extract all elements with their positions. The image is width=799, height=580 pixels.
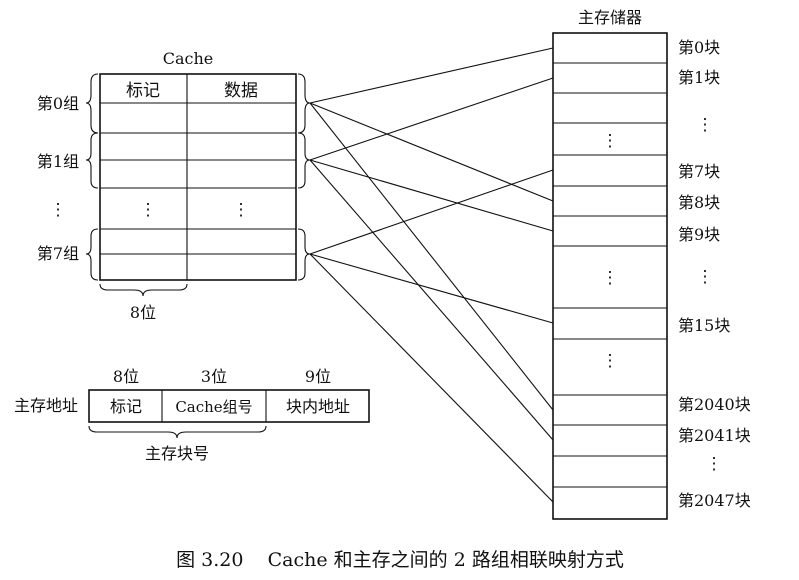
block-label-2041: 第2041块 [678,426,751,445]
block-label-1: 第1块 [678,68,720,87]
block-label-ellipsis-2: ⋮ [697,267,714,287]
field-tag: 标记 [110,397,142,416]
memory-title: 主存储器 [578,8,642,27]
cache-ellipsis-tag: ⋮ [140,200,157,220]
left-brace-group-0 [85,73,99,134]
block-label-2040: 第2040块 [678,395,751,414]
tag-width-brace [99,283,188,297]
mapping-lines [309,47,554,503]
cache-column-data: 数据 [224,81,258,101]
address-box [88,389,370,423]
left-brace-group-7 [85,228,99,281]
block-label-7: 第7块 [678,162,720,181]
block-label-2047: 第2047块 [678,491,751,510]
block-label-8: 第8块 [678,193,720,212]
block-label-9: 第9块 [678,225,720,244]
block-number-label: 主存块号 [145,444,209,463]
right-brace-group-7 [297,228,311,281]
cache-table [99,73,297,281]
block-label-0: 第0块 [678,38,720,57]
memory-ellipsis-1: ⋮ [602,131,619,151]
cache-ellipsis-data: ⋮ [233,200,250,220]
figure-caption: 图 3.20 Cache 和主存之间的 2 路组相联映射方式 [176,549,624,571]
group-label-0: 第0组 [37,94,79,113]
block-label-15: 第15块 [678,316,730,335]
bits-tag: 8位 [113,367,139,386]
cache-block: Cache 标记 数据 ⋮ ⋮ 第0组 第1组 ⋮ 第7组 8位 [37,49,311,322]
cache-title: Cache [163,49,214,68]
cache-column-tag: 标记 [126,81,160,101]
tag-width-label: 8位 [130,303,156,322]
block-label-ellipsis-1: ⋮ [697,115,714,135]
group-label-7: 第7组 [37,244,79,263]
block-number-brace [88,425,267,439]
main-memory: 主存储器 ⋮ ⋮ ⋮ 第0块 第1块 ⋮ 第7块 第8块 第9块 ⋮ 第15块 … [552,8,751,520]
address-label: 主存地址 [14,396,78,415]
bits-group: 3位 [201,367,227,386]
bits-offset: 9位 [305,367,331,386]
left-brace-group-1 [85,132,99,189]
group-label-1: 第1组 [37,152,79,171]
field-block-offset: 块内地址 [286,397,350,416]
memory-ellipsis-3: ⋮ [602,351,619,371]
right-brace-group-0 [297,73,311,134]
group-label-ellipsis: ⋮ [50,200,67,220]
address-format: 主存地址 8位 3位 9位 标记 Cache组号 块内地址 主存块号 [14,367,370,463]
block-label-ellipsis-3: ⋮ [706,454,723,474]
right-brace-group-1 [297,132,311,189]
memory-ellipsis-2: ⋮ [602,268,619,288]
field-group-number: Cache组号 [175,398,252,416]
memory-column [552,32,668,520]
